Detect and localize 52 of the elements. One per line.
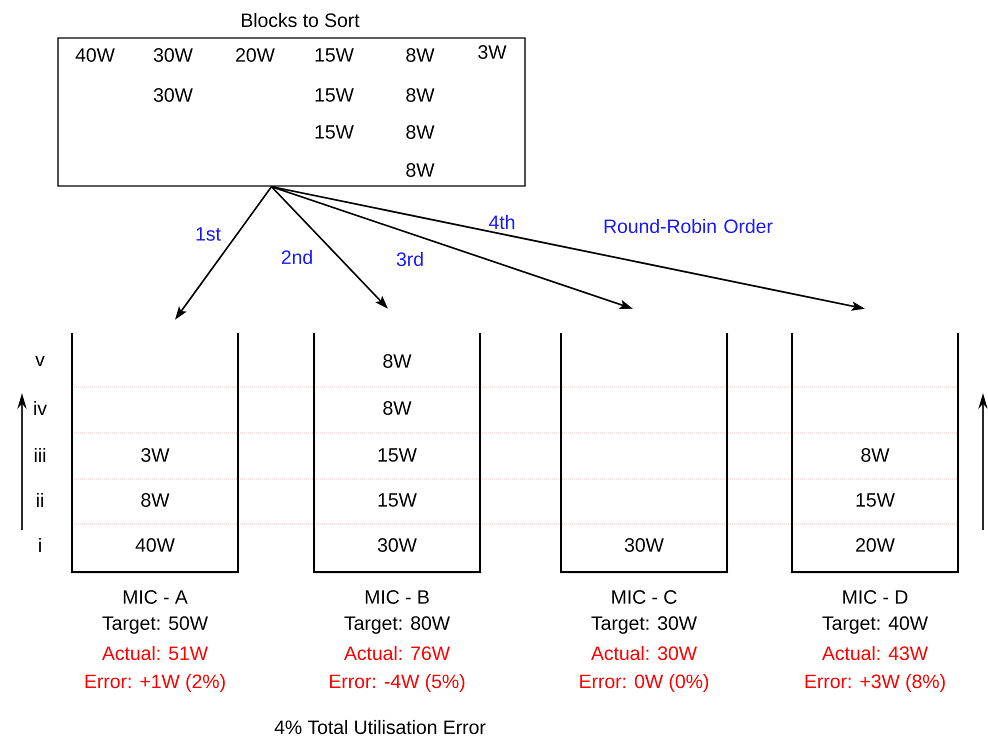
block-label: 8W bbox=[383, 354, 412, 368]
error-text: Error: -4W (5%) bbox=[330, 674, 464, 692]
block-label: 3W bbox=[141, 448, 170, 462]
actual-text: Actual: 30W bbox=[591, 646, 697, 660]
block-label: 30W bbox=[624, 538, 664, 552]
row-label: i bbox=[39, 538, 41, 552]
block-label: 8W bbox=[406, 163, 434, 177]
edge-label: 1st bbox=[196, 227, 221, 241]
edge-label: 4th bbox=[489, 214, 514, 230]
block-label: 15W bbox=[856, 493, 895, 507]
block-label: 15W bbox=[316, 88, 354, 102]
block-label: 30W bbox=[378, 538, 417, 552]
block-label: 3W bbox=[478, 45, 506, 59]
block-label: 8W bbox=[406, 48, 434, 62]
box-title: Blocks to Sort bbox=[242, 12, 360, 28]
row-label: ii bbox=[37, 493, 43, 507]
target-text: Target: 80W bbox=[344, 616, 450, 634]
bin-title: MIC - C bbox=[612, 590, 677, 604]
note-text: Round-Robin Order bbox=[604, 218, 773, 234]
target-text: Target: 30W bbox=[591, 616, 697, 634]
block-label: 8W bbox=[141, 493, 170, 507]
actual-text: Actual: 76W bbox=[344, 646, 450, 660]
bin-title: MIC - A bbox=[124, 590, 188, 604]
error-text: Error: +3W (8%) bbox=[806, 674, 945, 692]
edge-label: 2nd bbox=[282, 250, 312, 264]
bin-title: MIC - B bbox=[366, 590, 429, 604]
actual-text: Actual: 43W bbox=[822, 646, 928, 660]
error-text: Error: +1W (2%) bbox=[86, 674, 225, 692]
row-label: v bbox=[35, 356, 45, 366]
actual-text: Actual: 51W bbox=[102, 646, 208, 660]
block-label: 30W bbox=[154, 88, 193, 102]
block-label: 20W bbox=[856, 538, 895, 552]
block-label: 8W bbox=[406, 88, 434, 102]
block-label: 20W bbox=[236, 48, 275, 62]
block-label: 40W bbox=[136, 538, 175, 552]
target-text: Target: 50W bbox=[102, 616, 208, 634]
block-label: 15W bbox=[316, 125, 354, 139]
summary-text: 4% Total Utilisation Error bbox=[274, 720, 486, 734]
block-label: 30W bbox=[154, 48, 193, 62]
block-label: 40W bbox=[76, 48, 115, 62]
row-label: iii bbox=[34, 448, 46, 462]
error-text: Error: 0W (0%) bbox=[580, 674, 708, 692]
edge-label: 3rd bbox=[396, 252, 423, 266]
bin-title: MIC - D bbox=[843, 590, 908, 604]
row-label: iv bbox=[34, 401, 47, 415]
block-label: 15W bbox=[378, 493, 417, 507]
block-label: 15W bbox=[378, 448, 417, 462]
target-text: Target: 40W bbox=[822, 616, 928, 634]
block-label: 15W bbox=[316, 48, 354, 62]
block-label: 8W bbox=[406, 125, 434, 139]
block-label: 8W bbox=[383, 401, 412, 415]
block-label: 8W bbox=[861, 448, 890, 462]
